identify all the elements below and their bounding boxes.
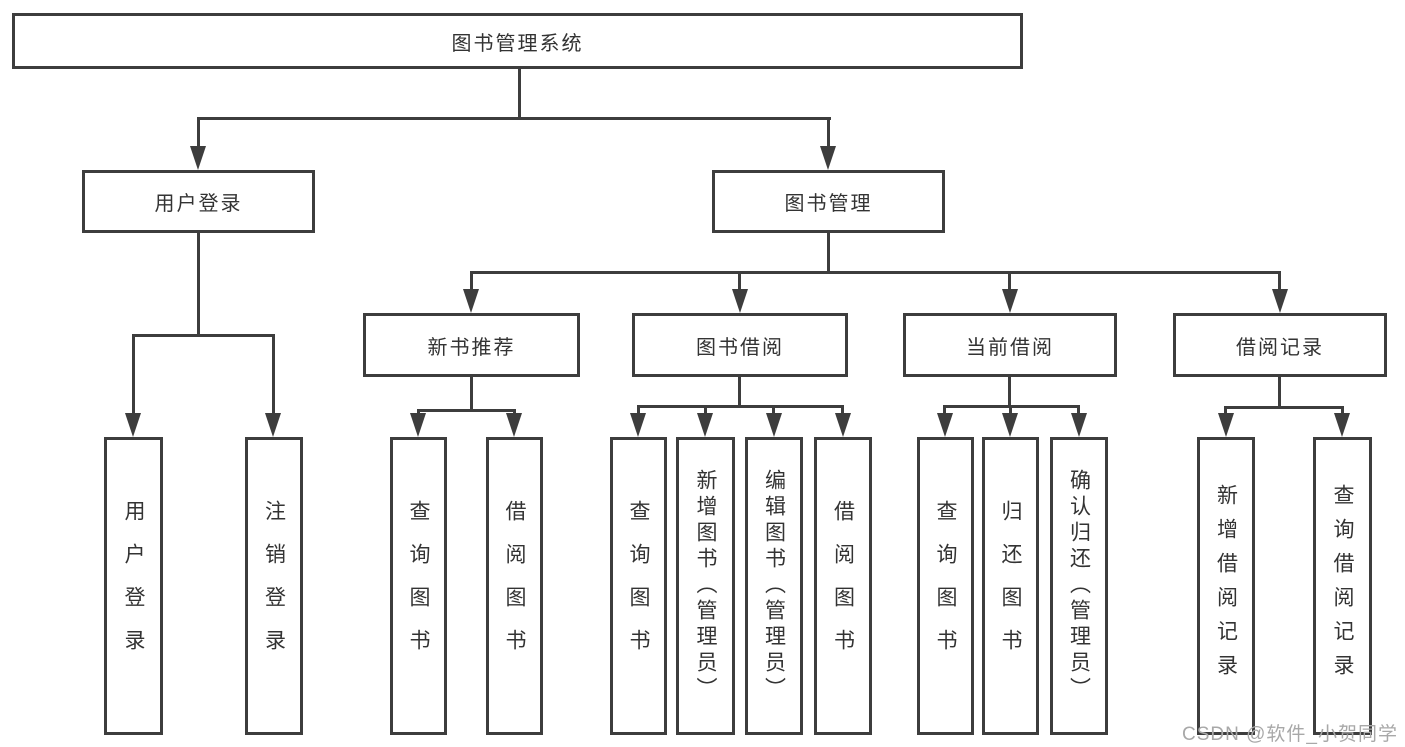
arrow-into-add-books-admin: [697, 413, 713, 437]
leaf-borrow-query-books: 查询图书: [610, 437, 667, 735]
node-book-borrow-label: 图书借阅: [696, 336, 784, 359]
connector-current-leaf2-line: [1009, 405, 1012, 417]
connector-login-leaf1-line: [132, 334, 135, 417]
connector-records-leaf1-line: [1224, 406, 1227, 417]
node-current-borrow: 当前借阅: [903, 313, 1117, 377]
arrow-into-return-books: [1002, 413, 1018, 437]
leaf-borrow-books-label: 借阅图书: [831, 500, 855, 672]
csdn-watermark: CSDN @软件_小贺同学: [1182, 724, 1398, 745]
leaf-query-borrow-record: 查询借阅记录: [1313, 437, 1372, 735]
connector-current-leaf3-line: [1077, 405, 1080, 417]
leaf-query-borrow-record-label: 查询借阅记录: [1331, 484, 1354, 688]
connector-borrow-leaf1-line: [637, 405, 640, 417]
arrow-into-borrow-books: [835, 413, 851, 437]
leaf-borrow-query-books-label: 查询图书: [627, 500, 650, 672]
connector-mgmt-drop: [827, 231, 830, 272]
leaf-user-login: 用户登录: [104, 437, 163, 735]
leaf-recommend-query-books-label: 查询图书: [407, 500, 430, 672]
arrow-into-leaf-logout: [265, 413, 281, 437]
connector-borrow-spread: [637, 405, 844, 408]
leaf-return-books-label: 归还图书: [999, 500, 1022, 672]
connector-mgmt-spread: [470, 271, 1281, 274]
connector-recommend-drop: [470, 375, 473, 410]
connector-borrow-drop: [738, 375, 741, 406]
connector-borrow-leaf2-line: [704, 405, 707, 417]
leaf-edit-books-admin-label: 编辑图书（管理员）: [762, 469, 786, 703]
arrow-into-current-borrow: [1002, 289, 1018, 313]
leaf-return-books: 归还图书: [982, 437, 1039, 735]
arrow-into-user-login: [190, 146, 206, 170]
node-book-management-label: 图书管理: [784, 193, 873, 215]
connector-records-leaf2-line: [1341, 406, 1344, 417]
node-root-label: 图书管理系统: [451, 32, 584, 55]
node-root: 图书管理系统: [12, 13, 1023, 69]
connector-records-drop: [1278, 375, 1281, 408]
node-book-management: 图书管理: [712, 170, 945, 233]
node-borrow-records: 借阅记录: [1173, 313, 1387, 377]
connector-recommend-spread: [417, 409, 516, 412]
connector-to-mgmt-line: [827, 117, 830, 150]
connector-records-spread: [1224, 406, 1344, 409]
arrow-into-recommend-query-books: [410, 413, 426, 437]
leaf-borrow-books: 借阅图书: [814, 437, 872, 735]
leaf-confirm-return-admin-label: 确认归还（管理员）: [1067, 469, 1091, 703]
leaf-confirm-return-admin: 确认归还（管理员）: [1050, 437, 1108, 735]
node-borrow-records-label: 借阅记录: [1236, 336, 1324, 359]
node-new-book-recommend: 新书推荐: [363, 313, 580, 377]
leaf-add-borrow-record: 新增借阅记录: [1197, 437, 1255, 735]
node-book-borrow: 图书借阅: [632, 313, 848, 377]
connector-to-login-line: [197, 117, 200, 150]
connector-records-line: [1278, 271, 1281, 295]
node-new-book-recommend-label: 新书推荐: [427, 336, 516, 359]
arrow-into-new-book-recommend: [463, 289, 479, 313]
leaf-edit-books-admin: 编辑图书（管理员）: [745, 437, 803, 735]
connector-root-spread: [197, 117, 831, 120]
leaf-add-borrow-record-label: 新增借阅记录: [1214, 484, 1238, 688]
arrow-into-current-query-books: [937, 413, 953, 437]
arrow-into-borrow-records: [1272, 289, 1288, 313]
leaf-current-query-books-label: 查询图书: [934, 500, 957, 672]
connector-borrow-leaf4-line: [841, 405, 844, 417]
arrow-into-edit-books-admin: [766, 413, 782, 437]
leaf-user-login-label: 用户登录: [122, 500, 145, 672]
connector-recommend-line: [470, 271, 473, 295]
arrow-into-confirm-return-admin: [1071, 413, 1087, 437]
arrow-into-add-borrow-record: [1218, 413, 1234, 437]
node-user-login: 用户登录: [82, 170, 315, 233]
leaf-recommend-borrow-books: 借阅图书: [486, 437, 543, 735]
node-current-borrow-label: 当前借阅: [966, 336, 1054, 359]
connector-current-line: [1008, 271, 1011, 295]
leaf-add-books-admin-label: 新增图书（管理员）: [694, 469, 717, 703]
connector-root-drop: [518, 68, 521, 118]
arrow-into-query-borrow-record: [1334, 413, 1350, 437]
connector-login-spread: [132, 334, 275, 337]
arrow-into-borrow-query-books: [630, 413, 646, 437]
connector-borrow-line: [738, 271, 741, 295]
arrow-into-recommend-borrow-books: [506, 413, 522, 437]
leaf-current-query-books: 查询图书: [917, 437, 974, 735]
connector-login-leaf2-line: [272, 334, 275, 417]
arrow-into-book-management: [820, 146, 836, 170]
leaf-add-books-admin: 新增图书（管理员）: [676, 437, 735, 735]
arrow-into-book-borrow: [732, 289, 748, 313]
arrow-into-leaf-user-login: [125, 413, 141, 437]
leaf-recommend-query-books: 查询图书: [390, 437, 447, 735]
leaf-recommend-borrow-books-label: 借阅图书: [503, 500, 526, 672]
connector-current-leaf1-line: [943, 405, 946, 417]
connector-current-drop: [1008, 375, 1011, 406]
node-user-login-label: 用户登录: [154, 193, 243, 215]
connector-borrow-leaf3-line: [772, 405, 775, 417]
leaf-logout-label: 注销登录: [262, 500, 286, 672]
leaf-logout: 注销登录: [245, 437, 303, 735]
connector-login-drop: [197, 231, 200, 335]
